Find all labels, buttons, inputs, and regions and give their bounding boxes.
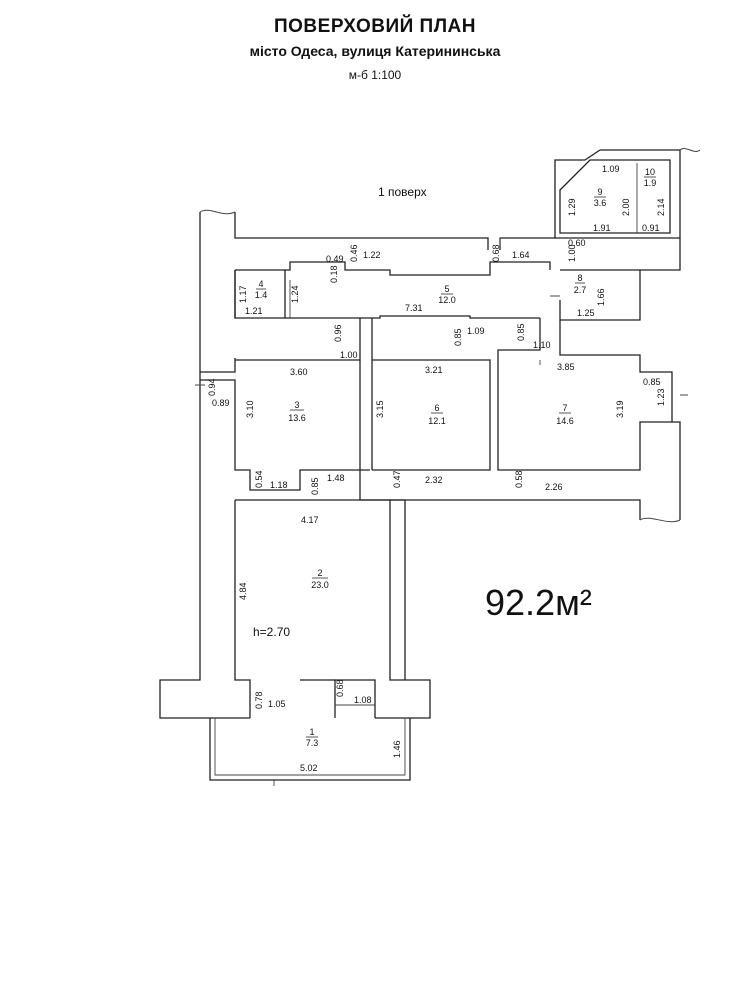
dim-label: 2.14 xyxy=(656,198,666,216)
room-10-area: 1.9 xyxy=(644,178,657,188)
room-3-area: 13.6 xyxy=(288,413,306,423)
dim-label: 0.58 xyxy=(514,470,524,488)
dim-label: 2.00 xyxy=(621,198,631,216)
total-area: 92.2м² xyxy=(485,582,592,623)
dim-label: 1.48 xyxy=(327,473,345,483)
dim-label: 1.00 xyxy=(567,244,577,262)
room-9-number: 9 xyxy=(597,187,602,197)
dim-label: 2.26 xyxy=(545,482,563,492)
dim-label: 1.46 xyxy=(392,740,402,758)
plan-title: ПОВЕРХОВИЙ ПЛАН xyxy=(274,16,476,37)
dim-label: 0.78 xyxy=(254,691,264,709)
dim-label: 0.94 xyxy=(207,378,217,396)
dim-label: 0.54 xyxy=(254,470,264,488)
room-7-area: 14.6 xyxy=(556,416,574,426)
dim-label: 0.60 xyxy=(568,238,586,248)
dim-label: 3.19 xyxy=(615,400,625,418)
room-1-area: 7.3 xyxy=(306,738,319,748)
room-labels: 1 7.3 2 23.0 3 13.6 4 1.4 5 12.0 6 12.1 … xyxy=(255,167,657,748)
dim-label: 4.17 xyxy=(301,515,319,525)
dim-label: 1.08 xyxy=(354,695,372,705)
dim-label: 3.10 xyxy=(245,400,255,418)
dim-label: 1.00 xyxy=(340,350,358,360)
room-10-number: 10 xyxy=(645,167,655,177)
dim-label: 0.47 xyxy=(392,470,402,488)
dim-label: 1.66 xyxy=(596,288,606,306)
dim-label: 7.31 xyxy=(405,303,423,313)
room-8-area: 2.7 xyxy=(574,285,587,295)
ceiling-height: h=2.70 xyxy=(253,625,290,639)
room-5-number: 5 xyxy=(444,284,449,294)
dim-label: 1.17 xyxy=(238,285,248,303)
plan-scale: м-б 1:100 xyxy=(348,68,402,82)
dim-label: 1.24 xyxy=(290,285,300,303)
plan-address: місто Одеса, вулиця Катерининська xyxy=(249,43,501,59)
room-7-number: 7 xyxy=(562,403,567,413)
dim-label: 1.18 xyxy=(270,480,288,490)
dim-label: 2.32 xyxy=(425,475,443,485)
dim-label: 0.96 xyxy=(333,324,343,342)
dim-label: 3.60 xyxy=(290,367,308,377)
dim-label: 0.85 xyxy=(453,328,463,346)
walls xyxy=(159,148,701,786)
dim-label: 1.22 xyxy=(363,250,381,260)
dim-label: 1.09 xyxy=(602,164,620,174)
room-1-number: 1 xyxy=(309,727,314,737)
room-3-number: 3 xyxy=(294,400,299,410)
room-2-area: 23.0 xyxy=(311,580,329,590)
dim-label: 0.46 xyxy=(349,244,359,262)
room-2-number: 2 xyxy=(317,568,322,578)
dimension-labels: 1.09 1.29 2.00 2.14 1.91 0.91 0.60 1.00 … xyxy=(207,164,666,773)
dim-label: 0.68 xyxy=(491,244,501,262)
room-5-area: 12.0 xyxy=(438,295,456,305)
dim-label: 1.25 xyxy=(577,308,595,318)
dim-label: 0.91 xyxy=(642,223,660,233)
floor-label: 1 поверх xyxy=(378,185,427,199)
dim-label: 0.89 xyxy=(212,398,230,408)
dim-label: 4.84 xyxy=(238,582,248,600)
dim-label: 1.05 xyxy=(268,699,286,709)
dim-label: 3.85 xyxy=(557,362,575,372)
dim-label: 1.23 xyxy=(656,388,666,406)
dim-label: 1.29 xyxy=(567,198,577,216)
dim-label: 3.21 xyxy=(425,365,443,375)
dim-label: 1.09 xyxy=(467,326,485,336)
dim-label: 0.85 xyxy=(516,323,526,341)
room-6-area: 12.1 xyxy=(428,416,446,426)
dim-label: 0.18 xyxy=(329,265,339,283)
dim-label: 5.02 xyxy=(300,763,318,773)
room-4-number: 4 xyxy=(258,279,263,289)
room-6-number: 6 xyxy=(434,403,439,413)
dim-label: 1.64 xyxy=(512,250,530,260)
dim-label: 1.91 xyxy=(593,223,611,233)
room-9-area: 3.6 xyxy=(594,198,607,208)
room-8-number: 8 xyxy=(577,273,582,283)
dim-label: 0.85 xyxy=(643,377,661,387)
dim-label: 1.10 xyxy=(533,340,551,350)
dim-label: 0.49 xyxy=(326,254,344,264)
dim-label: 0.68 xyxy=(335,679,345,697)
room-4-area: 1.4 xyxy=(255,290,268,300)
dim-label: 0.85 xyxy=(310,477,320,495)
dim-label: 1.21 xyxy=(245,306,263,316)
dim-label: 3.15 xyxy=(375,400,385,418)
